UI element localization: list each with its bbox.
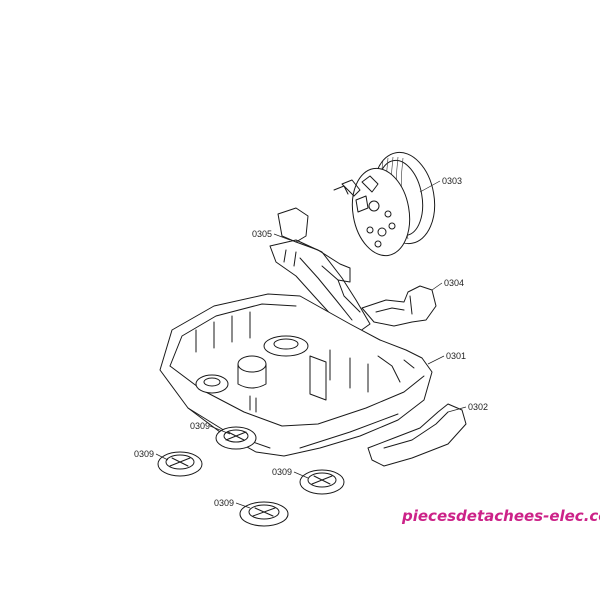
watermark-text: piecesdetachees-elec.com	[401, 507, 600, 525]
label-hose-connector: 0305	[252, 229, 272, 239]
label-bracket: 0304	[444, 278, 464, 288]
wheel-4-part	[239, 501, 289, 527]
wheel-1-part	[157, 451, 203, 477]
wheel-3-part	[299, 469, 345, 495]
label-bottom-housing: 0301	[446, 351, 466, 361]
hose-connector-part	[269, 207, 371, 335]
label-cord-reel: 0303	[442, 176, 462, 186]
label-wheel-1: 0309	[134, 449, 154, 459]
label-wheel-3: 0309	[272, 467, 292, 477]
leader-lines	[155, 180, 467, 509]
wheel-2-part	[215, 426, 257, 450]
label-wheel-4: 0309	[214, 498, 234, 508]
cord-reel-part	[333, 151, 436, 257]
bracket-part	[361, 285, 437, 327]
bottom-housing-part	[159, 293, 433, 457]
label-carry-handle: 0302	[468, 402, 488, 412]
label-wheel-2: 0309	[190, 421, 210, 431]
carry-handle-part	[367, 403, 467, 467]
